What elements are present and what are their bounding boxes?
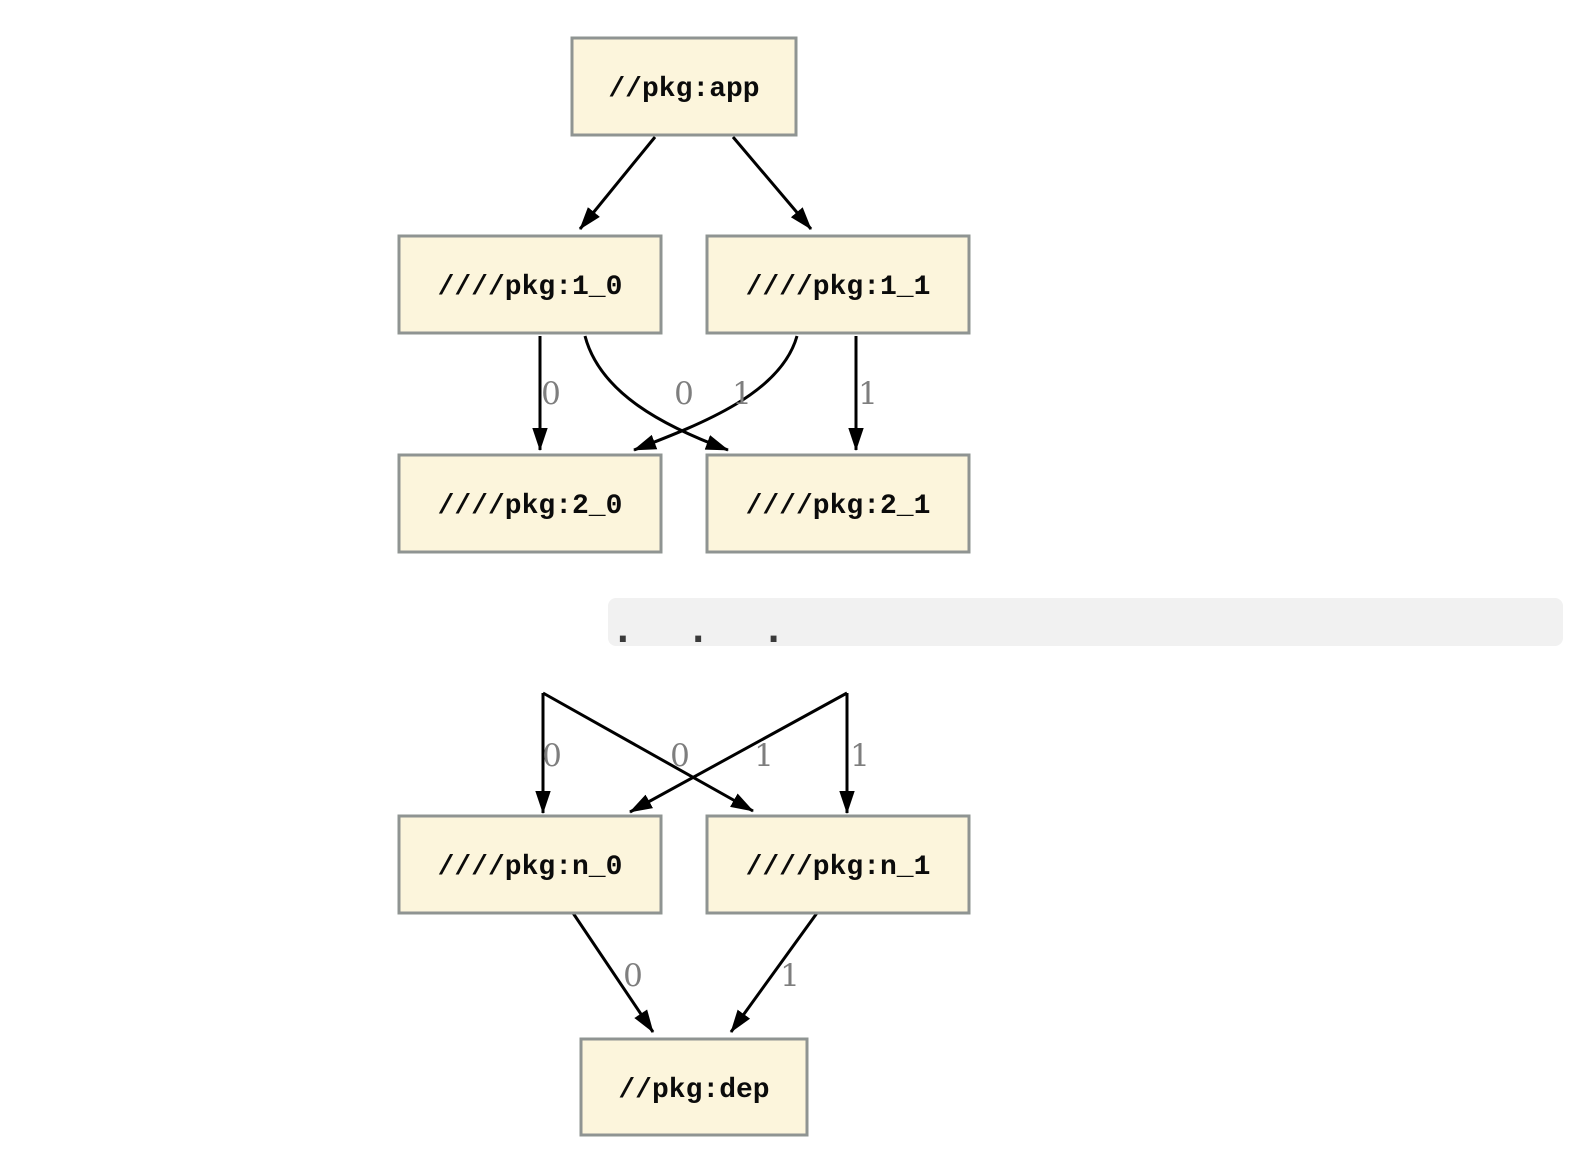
- edges-ellipsis-to-rown: 0 0 1 1: [535, 691, 870, 814]
- node-1_1: ////pkg:1_1: [705, 234, 971, 335]
- edges-rown-to-dep: 0 1: [571, 912, 819, 1033]
- edge-1_1-to-2_0: [633, 335, 799, 452]
- node-1_0-box: [397, 234, 663, 335]
- node-2_0-box: [397, 453, 663, 554]
- edge-label-n_1-cross: 1: [754, 738, 774, 774]
- edge-label-1_0-2_0: 0: [541, 376, 561, 412]
- node-n_0: ////pkg:n_0: [397, 814, 663, 915]
- node-dep-label: //pkg:dep: [618, 1075, 769, 1106]
- node-2_1: ////pkg:2_1: [705, 453, 971, 554]
- ellipsis-dots: . . .: [612, 610, 800, 651]
- edge-label-n_0-straight: 0: [542, 738, 562, 774]
- edges-app-to-row1: [578, 136, 813, 230]
- edge-label-n_0-dep: 0: [623, 958, 643, 994]
- ellipsis-separator: . . .: [608, 598, 1563, 651]
- edge-label-1_0-2_1: 1: [732, 376, 752, 412]
- edge-label-1_1-2_0: 0: [674, 376, 694, 412]
- node-n_1-label: ////pkg:n_1: [746, 852, 931, 883]
- edge-1_0-to-2_1: [583, 335, 729, 452]
- edge-label-1_1-2_1: 1: [858, 376, 878, 412]
- node-1_1-box: [705, 234, 971, 335]
- node-dep-box: [579, 1037, 809, 1137]
- node-n_1: ////pkg:n_1: [705, 814, 971, 915]
- node-1_0-label: ////pkg:1_0: [438, 272, 623, 303]
- edge-n_0-to-dep: [571, 912, 655, 1033]
- edge-n_1-to-dep: [729, 912, 819, 1033]
- node-1_0: ////pkg:1_0: [397, 234, 663, 335]
- edge-prev-to-n_0-cross: [629, 691, 848, 814]
- edge-label-n_1-dep: 1: [780, 958, 800, 994]
- node-n_1-box: [705, 814, 971, 915]
- node-1_1-label: ////pkg:1_1: [746, 272, 931, 303]
- edge-label-n_1-straight: 1: [850, 738, 870, 774]
- node-n_0-box: [397, 814, 663, 915]
- node-app-box: [570, 36, 798, 137]
- edge-app-to-1_0: [578, 136, 657, 230]
- node-2_0: ////pkg:2_0: [397, 453, 663, 554]
- edge-app-to-1_1: [731, 136, 813, 230]
- node-2_1-box: [705, 453, 971, 554]
- edge-label-n_0-cross: 0: [670, 738, 690, 774]
- node-app: //pkg:app: [570, 36, 798, 137]
- edge-prev-to-n_1-cross: [542, 691, 754, 813]
- node-dep: //pkg:dep: [579, 1037, 809, 1137]
- node-2_0-label: ////pkg:2_0: [438, 491, 623, 522]
- node-2_1-label: ////pkg:2_1: [746, 491, 931, 522]
- node-n_0-label: ////pkg:n_0: [438, 852, 623, 883]
- edges-row1-to-row2: 0 0 1 1: [532, 335, 878, 452]
- ellipsis-bar: [608, 598, 1563, 646]
- node-app-label: //pkg:app: [608, 74, 759, 105]
